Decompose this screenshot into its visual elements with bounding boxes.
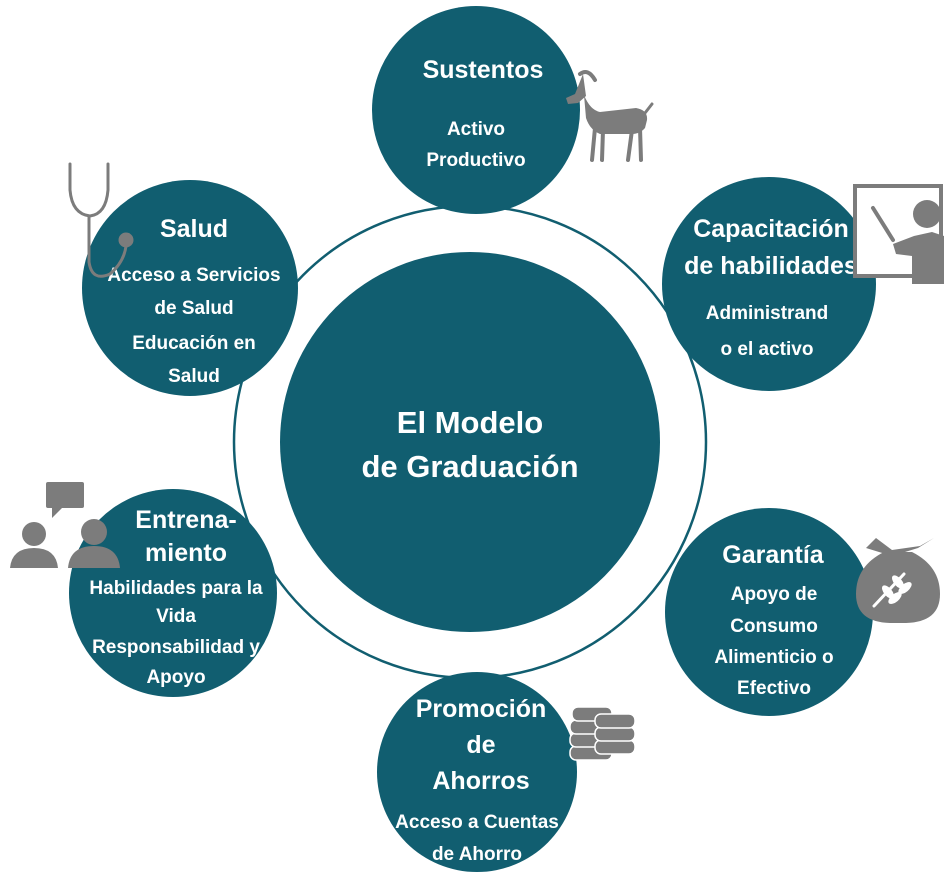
node-subtitle: Administrand [706,303,828,324]
node-title: Salud [160,215,228,243]
node-title: Garantía [722,541,825,569]
node-subtitle: de Salud [154,298,233,319]
node-subtitle: Apoyo de [731,584,818,605]
hub-title-line: El Modelo [397,405,543,440]
node-subtitle: Responsabilidad y [92,637,260,658]
node-subtitle: Consumo [730,616,818,637]
coin-stack-icon [569,706,636,761]
teacher-board-icon [853,184,944,284]
node-subtitle: o el activo [721,339,814,360]
stethoscope-icon [68,162,134,278]
node-title: de [466,731,495,759]
node-subtitle: Vida [156,606,196,627]
node-subtitle: Efectivo [737,678,811,699]
hub-title-line: de Graduación [361,449,578,484]
node-subtitle: Acceso a Cuentas [395,812,559,833]
node-ahorros: Promoción de Ahorros Acceso a Cuentas de… [377,672,577,872]
node-subtitle: Acceso a Servicios [107,265,280,286]
node-subtitle: Habilidades para la [89,578,263,599]
node-entrenamiento: Entrena- miento Habilidades para la Vida… [69,489,277,697]
node-garantia: Garantía Apoyo de Consumo Alimenticio o … [665,508,873,716]
conversation-icon [10,482,120,568]
node-title: Promoción [416,695,547,723]
node-subtitle: de Ahorro [432,844,522,865]
node-title: Entrena- [135,506,236,534]
node-capacitacion: Capacitación de habilidades Administrand… [662,177,876,391]
node-sustentos: Sustentos Activo Productivo [372,6,580,214]
node-subtitle: Activo [447,119,505,140]
node-subtitle: Educación en [132,333,256,354]
node-subtitle: Salud [168,366,220,387]
hub-node: El Modelo de Graduación [280,252,660,632]
node-salud: Salud Acceso a Servicios de Salud Educac… [82,180,298,396]
node-title: Capacitación [693,215,849,243]
grain-sack-icon [856,538,940,623]
node-subtitle: Alimenticio o [714,647,833,668]
node-title: Sustentos [423,56,544,84]
node-title: de habilidades [684,252,858,280]
node-subtitle: Apoyo [146,667,205,688]
node-title: Ahorros [432,767,529,795]
node-title: miento [145,539,227,567]
goat-icon [566,70,654,162]
node-subtitle: Productivo [426,150,525,171]
